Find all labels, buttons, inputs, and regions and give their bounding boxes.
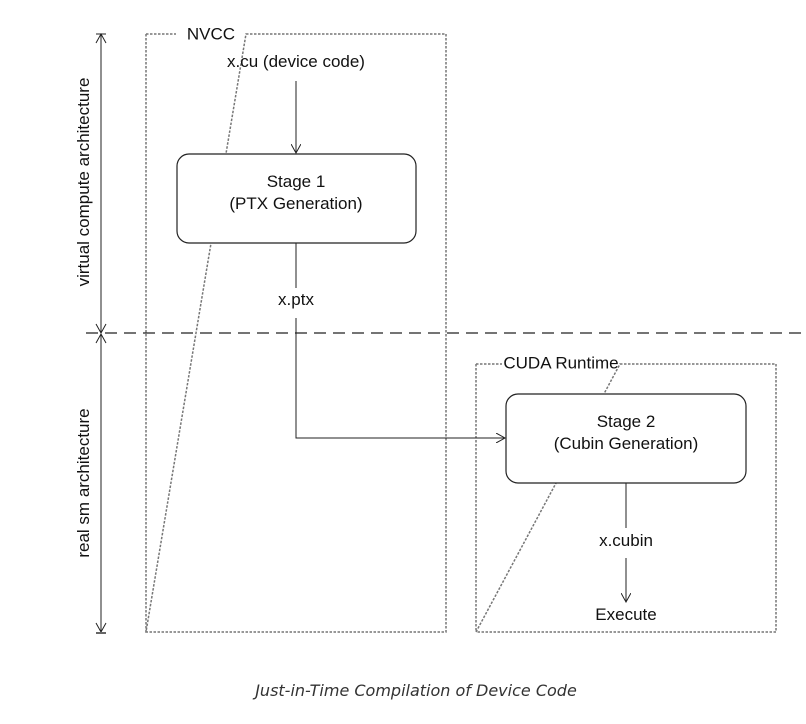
real-axis-top-arrow-icon [95,332,107,344]
real-architecture-label: real sm architecture [74,408,93,557]
stage2-title: Stage 2 [597,412,656,431]
nvcc-group: NVCC [145,24,447,633]
figure-caption: Just-in-Time Compilation of Device Code [252,681,577,700]
execute-label: Execute [595,605,656,624]
virtual-architecture-label: virtual compute architecture [74,78,93,287]
ptx-to-stage2-arrow [295,318,505,438]
ptx-file-label: x.ptx [278,290,314,309]
stage1-subtitle: (PTX Generation) [229,194,362,213]
stage2-box: Stage 2 (Cubin Generation) [505,393,747,484]
stage1-title: Stage 1 [267,172,326,191]
stage2-subtitle: (Cubin Generation) [554,434,699,453]
cuda-runtime-group: CUDA Runtime [474,353,777,633]
architecture-axis: virtual compute architecture real sm arc… [74,32,107,634]
cubin-file-label: x.cubin [599,531,653,550]
stage1-box: Stage 1 (PTX Generation) [176,153,417,244]
input-file-label: x.cu (device code) [227,52,365,71]
nvcc-label: NVCC [187,24,235,43]
cuda-runtime-label: CUDA Runtime [503,353,618,372]
